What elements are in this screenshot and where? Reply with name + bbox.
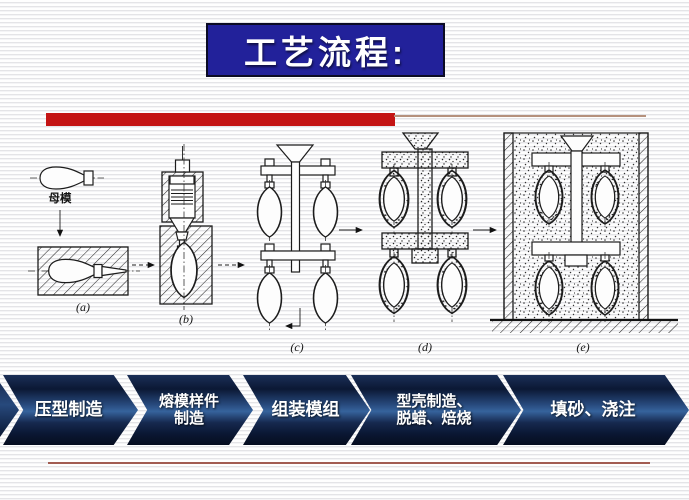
process-step-press-mold: 压型制造 [3, 375, 138, 445]
figure-a-label: (a) [76, 300, 90, 314]
sprue-column [290, 161, 301, 273]
process-step-sand-pour: 填砂、浇注 [503, 375, 689, 445]
slide-title-text: 工艺流程: [244, 34, 407, 71]
pouring-cup [275, 144, 315, 163]
process-step-wax-pattern: 熔模样件 制造 [127, 375, 253, 445]
red-divider-bar [46, 113, 395, 126]
footer-divider-line [48, 462, 650, 464]
figure-e-sand-flask: (e) [490, 132, 678, 354]
figure-c-label: (c) [290, 340, 303, 354]
figure-e-label: (e) [576, 340, 589, 354]
thin-divider-line [394, 115, 646, 117]
rotation-arrow [285, 308, 301, 330]
process-step-label: 熔模样件 [158, 392, 219, 410]
figure-a-press-mold: 母模 (a) [28, 166, 140, 314]
shell-pouring-cup [401, 132, 440, 150]
process-step-shell-dewax-fire: 型壳制造、 脱蜡、焙烧 [351, 375, 521, 445]
process-step-label: 压型制造 [34, 400, 103, 420]
investment-casting-diagram: 母模 (a) [28, 132, 678, 354]
process-step-label: 填砂、浇注 [550, 400, 636, 420]
figure-b-wax-injection: (b) [159, 144, 213, 326]
master-pattern-shape [39, 166, 85, 190]
figure-b-label: (b) [179, 312, 193, 326]
master-pattern-label: 母模 [49, 191, 72, 205]
process-step-label: 型壳制造、 [396, 392, 472, 410]
figure-c-pattern-tree: (c) [256, 144, 339, 354]
process-step-label: 组装模组 [271, 400, 340, 420]
figure-d-shell-mold: (d) [378, 132, 469, 354]
figure-d-label: (d) [418, 340, 432, 354]
process-step-assemble-tree: 组装模组 [243, 375, 370, 445]
process-flow-arrows: 压型制造 熔模样件 制造 组装模组 型壳制造、 脱蜡、焙烧 填砂、浇注 [0, 375, 689, 445]
slide-title: 工艺流程: [206, 23, 445, 77]
ground-hatch [492, 320, 678, 333]
